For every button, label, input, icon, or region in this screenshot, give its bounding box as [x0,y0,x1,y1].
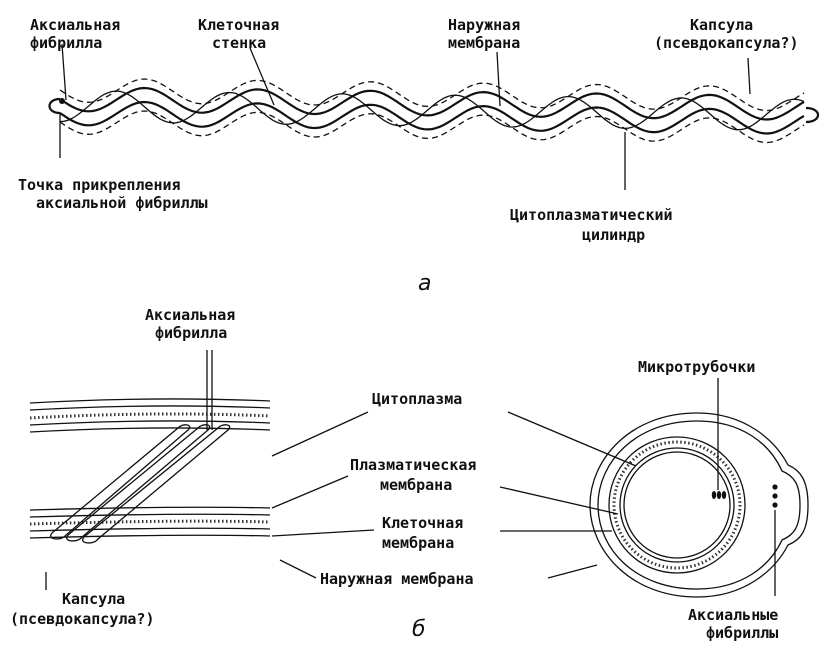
label-b-axial-fibrils-1: Аксиальные [688,606,778,624]
label-a-axial-fibril-1: Аксиальная [30,16,120,34]
label-a-cell-wall-2: стенка [212,34,266,52]
microtubules-dots [712,491,726,499]
label-b-microtubules: Микротрубочки [638,358,755,376]
upper-band-line-3 [30,421,270,425]
longitudinal-section [30,399,270,543]
label-b-axial-fibril-1: Аксиальная [145,306,235,324]
label-a-capsule-2: (псевдокапсула?) [654,34,799,52]
label-b-outer-membrane: Наружная мембрана [320,570,474,588]
label-a-axial-fibril-2: фибрилла [30,34,102,52]
lower-band-line-2 [30,514,270,517]
label-a-attachment-2: аксиальной фибриллы [36,194,208,212]
label-b-axial-fibril-2: фибрилла [155,324,227,342]
cell-wall-dotted-ring [614,442,740,568]
fibril-1 [51,425,190,539]
caption-b: б [412,617,426,642]
label-a-outer-membrane-1: Наружная [448,16,520,34]
label-a-cytoplasmic-cyl-1: Цитоплазматический [510,206,673,224]
leader-cytoplasm-left [272,412,368,456]
attachment-point-dot [59,98,65,104]
leader-outer-membrane-left [280,560,316,578]
leader-cell-wall [250,48,274,105]
upper-band-line-4 [30,428,270,432]
lower-band-line-3 [30,528,270,531]
label-b-plasma-membrane-2: мембрана [380,476,452,494]
upper-band-line-2 [30,406,270,410]
cell-membrane-ring [609,437,745,573]
upper-band-dots [30,414,270,418]
label-a-cell-wall-1: Клеточная [198,16,279,34]
leader-plasma-left [272,476,348,508]
label-b-plasma-membrane-1: Плазматическая [350,456,476,474]
label-b-axial-fibrils-2: фибриллы [706,624,778,642]
leader-outer-membrane-right [548,565,597,578]
spirochete-body [50,79,819,143]
right-end-cap [806,108,818,122]
label-b-capsule-1: Капсула [62,590,125,608]
leader-cell-membrane-left [272,530,374,536]
upper-band-line-1 [30,399,270,403]
cytoplasm-boundary [624,452,730,558]
fibril-2 [67,425,210,541]
label-b-cytoplasm: Цитоплазма [372,390,462,408]
label-b-cell-membrane-2: мембрана [382,534,454,552]
label-a-attachment-1: Точка прикрепления [18,176,181,194]
capsule-outline [60,79,804,143]
label-a-capsule-1: Капсула [690,16,753,34]
label-a-outer-membrane-2: мембрана [448,34,520,52]
leader-outer-membrane [497,52,500,106]
leader-plasma-right [500,487,618,514]
leader-capsule [748,58,750,94]
axial-fibrils-dots [772,484,777,507]
label-b-capsule-2: (псевдокапсула?) [10,610,155,628]
fibril-3 [83,425,230,543]
caption-a: а [418,271,431,296]
label-a-cytoplasmic-cyl-2: цилиндр [582,226,645,244]
lower-band-line-1 [30,507,270,510]
leader-cytoplasm-right [508,412,636,466]
axial-fibril-line [60,91,804,130]
left-end-cap [50,99,61,113]
label-b-cell-membrane-1: Клеточная [382,514,463,532]
plasma-membrane-ring [620,448,734,562]
